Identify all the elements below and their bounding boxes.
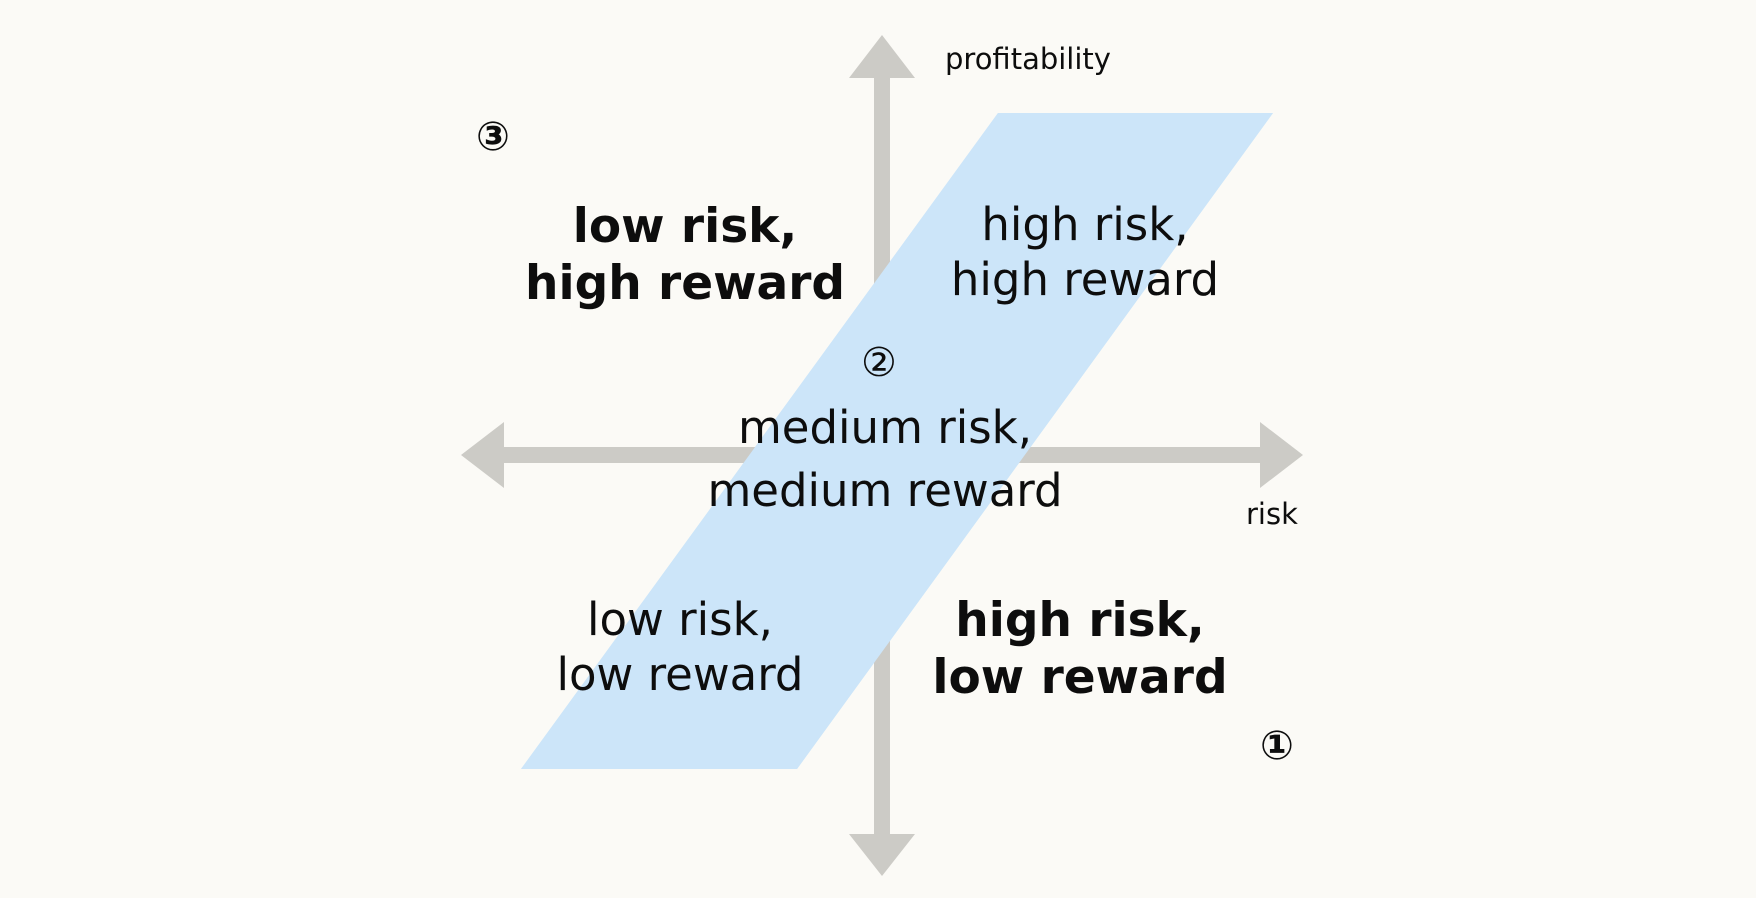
quadrant-top-left-line2: high reward bbox=[525, 256, 846, 312]
quadrant-top-right-line1: high risk, bbox=[981, 198, 1189, 251]
quadrant-bottom-right-line2: low reward bbox=[932, 650, 1228, 706]
x-axis-label: risk bbox=[1246, 497, 1298, 531]
marker-two: ② bbox=[861, 340, 897, 386]
quadrant-bottom-right-line1: high risk, bbox=[955, 593, 1205, 648]
quadrant-top-left: low risk, high reward bbox=[525, 198, 845, 313]
quadrant-bottom-left: low risk, low reward bbox=[530, 593, 830, 703]
axis-arrow-up bbox=[849, 35, 915, 78]
medium-band-overlay bbox=[521, 113, 1273, 769]
quadrant-bottom-left-line2: low reward bbox=[556, 647, 804, 701]
quadrant-bottom-right: high risk, low reward bbox=[920, 592, 1240, 707]
axis-arrow-left bbox=[461, 422, 504, 488]
axis-arrow-down bbox=[849, 834, 915, 876]
center-label: medium risk, medium reward bbox=[695, 396, 1075, 522]
marker-one: ① bbox=[1260, 723, 1294, 769]
y-axis-label: profitability bbox=[945, 42, 1111, 76]
quadrant-top-left-line1: low risk, bbox=[572, 199, 798, 254]
quadrant-top-right: high risk, high reward bbox=[935, 198, 1235, 308]
quadrant-top-right-line2: high reward bbox=[950, 252, 1220, 306]
center-label-line1: medium risk, bbox=[737, 401, 1033, 454]
marker-three: ③ bbox=[476, 114, 510, 160]
axis-arrow-right bbox=[1260, 422, 1303, 488]
quadrant-bottom-left-line1: low risk, bbox=[587, 593, 773, 646]
center-label-line2: medium reward bbox=[707, 464, 1063, 517]
